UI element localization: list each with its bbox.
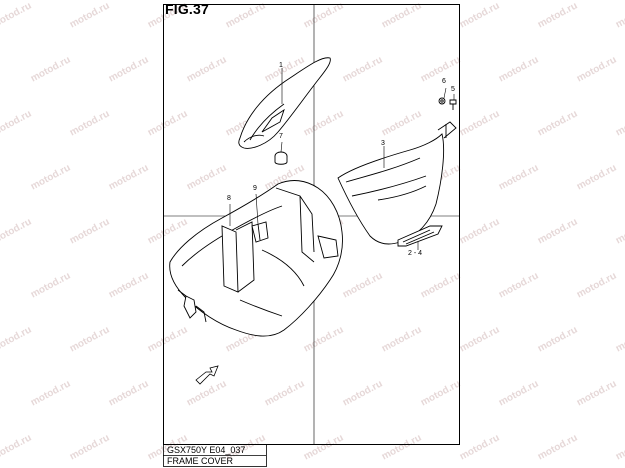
callout-5: 5 — [451, 86, 455, 93]
figure-title: FIG.37 — [165, 1, 209, 17]
callout-9: 9 — [253, 185, 257, 192]
part-1-cover — [238, 57, 331, 149]
part-7-grommet — [274, 151, 288, 165]
callout-8: 8 — [227, 195, 231, 202]
callout-1: 1 — [279, 62, 283, 69]
callout-2-4: 2 - 4 — [408, 250, 423, 257]
callout-7: 7 — [279, 133, 283, 140]
part-2-4-emblem — [397, 225, 443, 247]
figure-name: FRAME COVER — [167, 456, 234, 466]
front-arrow-symbol — [195, 365, 219, 385]
diagram-frame — [163, 4, 460, 445]
part-8-undertray — [169, 180, 343, 337]
callout-3: 3 — [381, 140, 385, 147]
leader-lines — [229, 68, 455, 250]
callout-6: 6 — [442, 78, 446, 85]
part-9-clip — [251, 221, 269, 243]
part-5-6-fasteners — [438, 97, 457, 110]
part-3-frame-cover — [337, 121, 457, 245]
figure-code: GSX750Y E04_037 — [167, 445, 246, 455]
